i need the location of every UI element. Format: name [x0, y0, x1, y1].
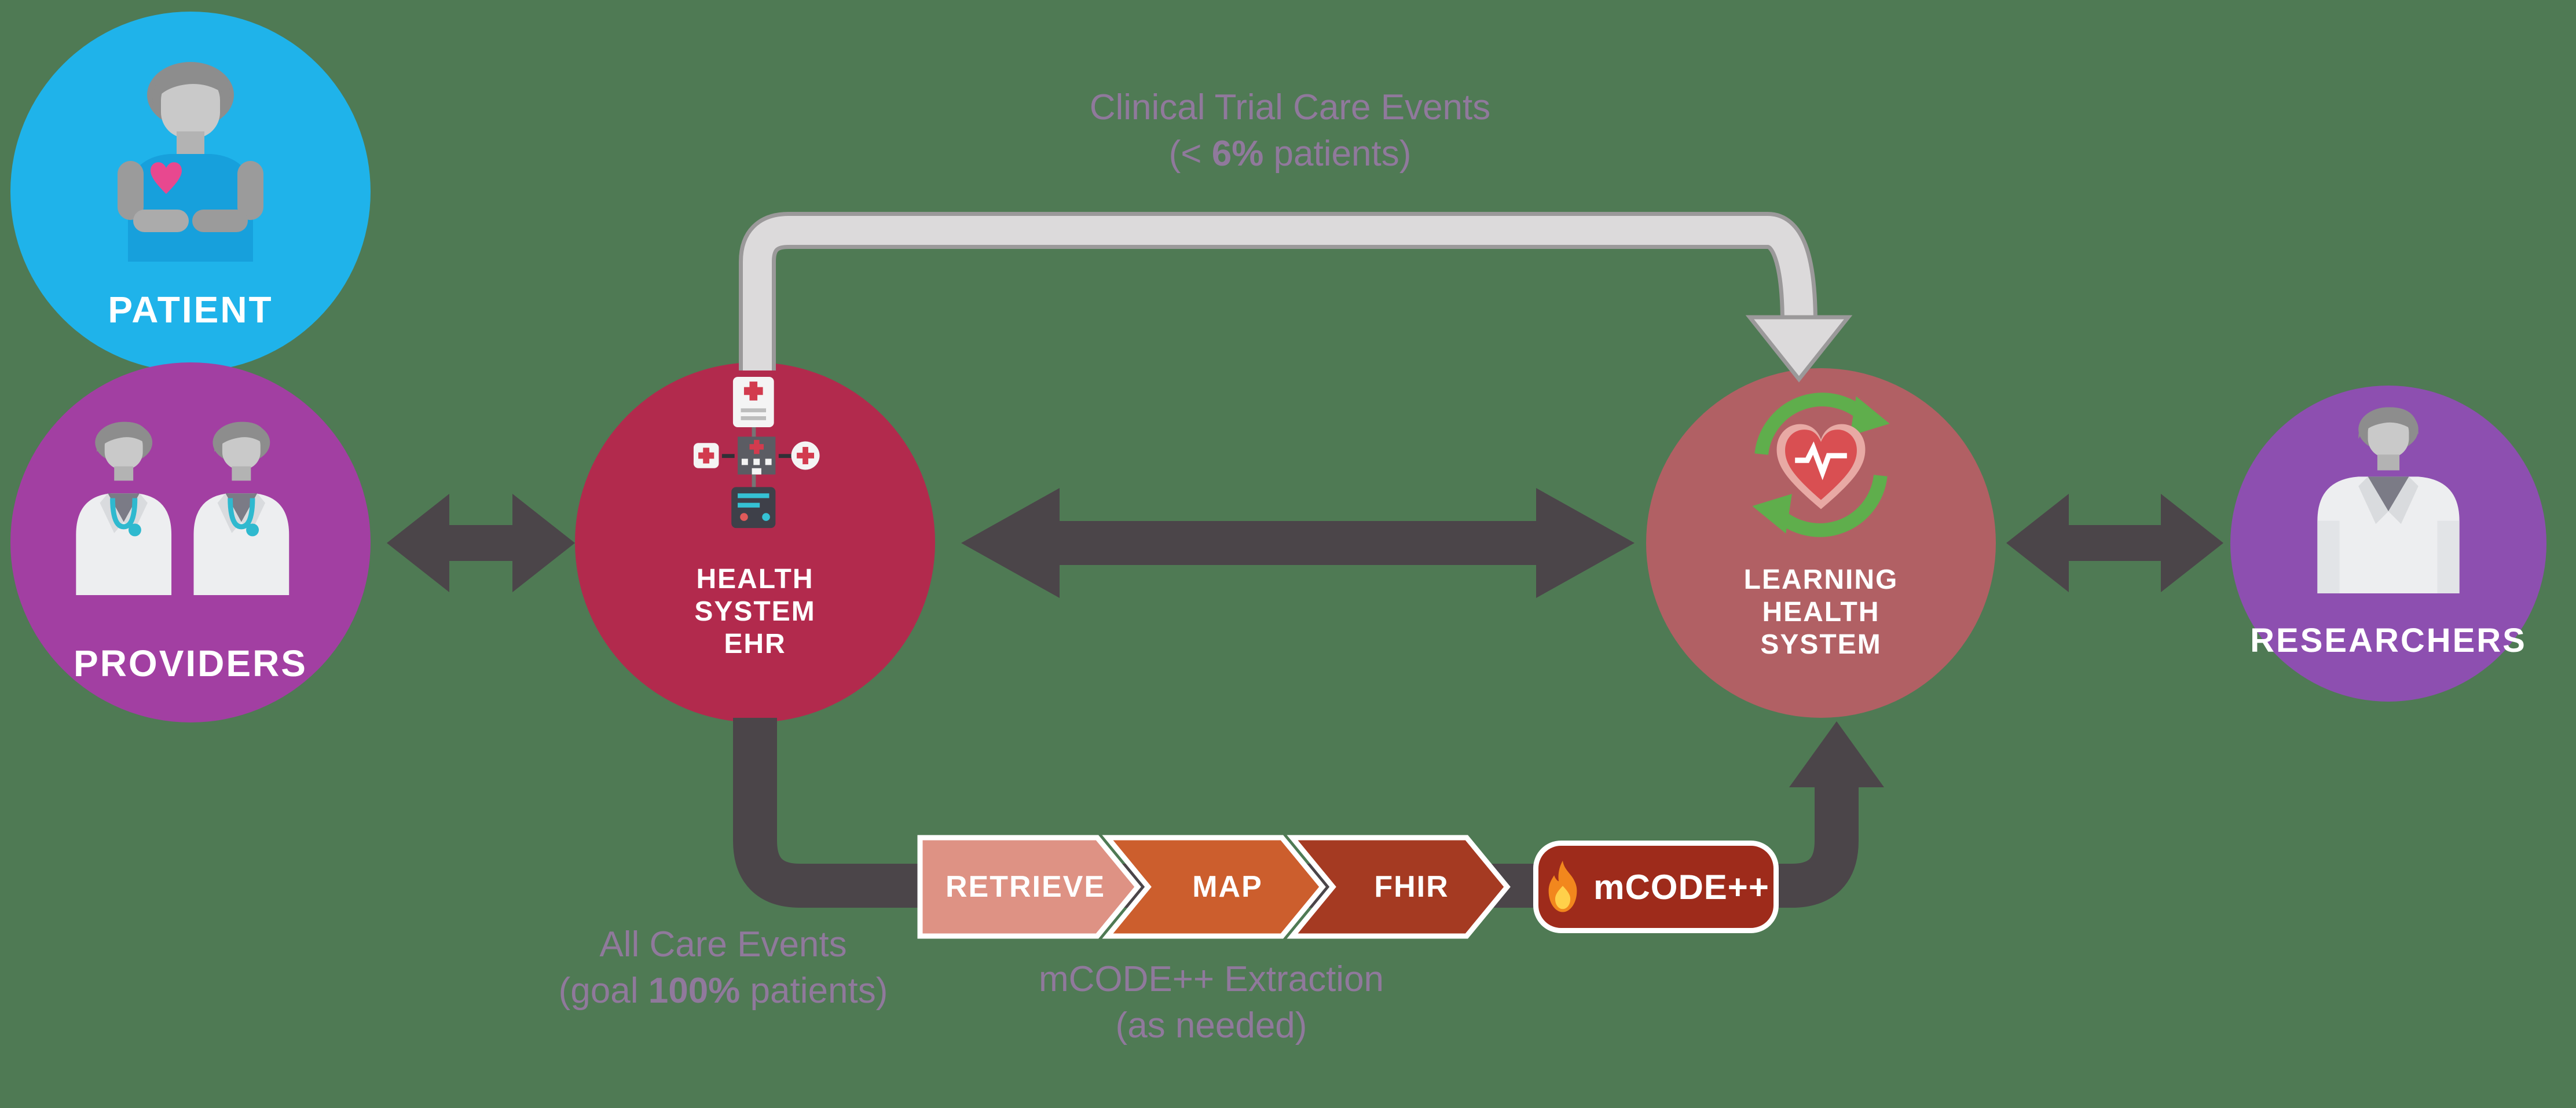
label-clinical-trial-events: Clinical Trial Care Events (< 6% patient…	[926, 85, 1654, 177]
node-label-line: SYSTEM	[694, 596, 816, 627]
label-all-care-events: All Care Events (goal 100% patients)	[434, 922, 1013, 1014]
mcode-badge: mCODE++	[1533, 841, 1779, 933]
node-label-line: HEALTH	[1762, 597, 1880, 628]
annotation-bold: 100%	[648, 971, 741, 1011]
node-label-line: HEALTH	[696, 564, 814, 595]
hospital-ehr-icon	[693, 377, 820, 529]
node-patient: PATIENT	[10, 12, 371, 372]
annotation-line: All Care Events	[599, 924, 847, 964]
fhir-chevron-label: FHIR	[1374, 870, 1449, 904]
node-label-providers: PROVIDERS	[74, 643, 307, 684]
annotation-line: Clinical Trial Care Events	[1089, 87, 1491, 127]
node-label-line: EHR	[724, 629, 786, 659]
annotation-text: (<	[1168, 134, 1212, 174]
annotation-line: mCODE++ Extraction	[1038, 959, 1384, 999]
researcher-icon	[2317, 407, 2460, 593]
arrow-ehr-lhs	[961, 488, 1635, 598]
annotation-line: (goal 100% patients)	[434, 968, 1013, 1014]
node-label-health-system-ehr: HEALTH SYSTEM EHR	[575, 563, 935, 661]
node-learning-health-system: LEARNING HEALTH SYSTEM	[1646, 368, 1996, 718]
node-researchers: RESEARCHERS	[2230, 386, 2546, 702]
annotation-text: (goal	[558, 971, 648, 1011]
clinical-trial-arrow-outline	[739, 212, 1818, 370]
patient-icon	[118, 62, 263, 262]
mcode-badge-label: mCODE++	[1593, 867, 1769, 907]
node-label-researchers: RESEARCHERS	[2250, 622, 2527, 659]
node-providers: PROVIDERS	[10, 362, 371, 722]
annotation-line: (as needed)	[1115, 1006, 1307, 1045]
annotation-line: (< 6% patients)	[926, 131, 1654, 177]
label-mcode-extraction: mCODE++ Extraction (as needed)	[922, 956, 1501, 1049]
clinical-trial-arrow-fill	[743, 216, 1813, 370]
node-label-patient: PATIENT	[108, 289, 273, 331]
heart-cycle-icon	[1752, 392, 1890, 537]
node-label-line: LEARNING	[1743, 564, 1899, 595]
fhir-chevron	[1287, 835, 1511, 939]
arrow-providers-ehr	[387, 494, 575, 592]
providers-icon	[76, 421, 290, 595]
node-label-line: SYSTEM	[1760, 629, 1882, 660]
map-chevron-label: MAP	[1192, 870, 1263, 904]
map-chevron	[1102, 835, 1326, 939]
annotation-bold: 6%	[1211, 134, 1264, 174]
arrow-lhs-researchers	[2006, 494, 2223, 592]
annotation-text: patients)	[740, 971, 888, 1011]
retrieve-chevron-label: RETRIEVE	[946, 870, 1105, 904]
annotation-text: patients)	[1263, 134, 1412, 174]
flame-icon	[1548, 860, 1577, 912]
all-care-events-arrowhead	[1789, 721, 1884, 787]
node-label-learning-health-system: LEARNING HEALTH SYSTEM	[1646, 564, 1996, 661]
node-health-system-ehr: HEALTH SYSTEM EHR	[575, 362, 935, 722]
